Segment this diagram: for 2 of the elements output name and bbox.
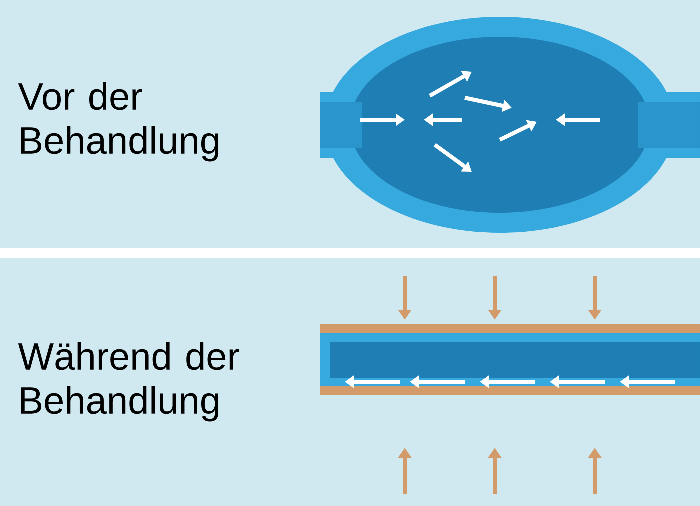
panel-heading: Während der Behandlung (18, 342, 240, 422)
panel-heading: Vor der Behandlung (18, 82, 219, 162)
